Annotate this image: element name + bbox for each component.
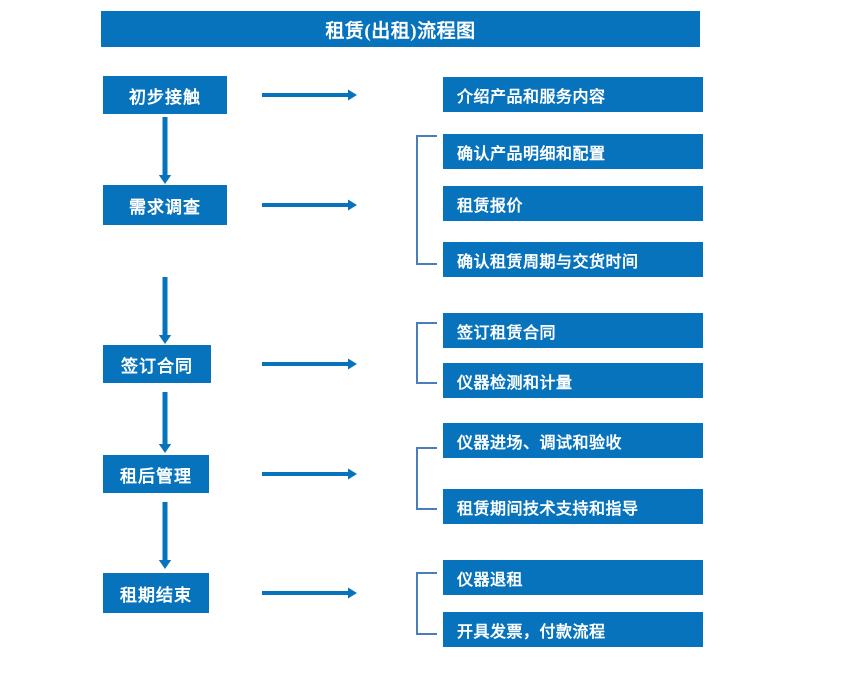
detail-box-4-2[interactable]: 租赁期间技术支持和指导 [443,489,703,524]
arrow-down-3 [158,392,172,453]
group-bracket-2 [416,135,437,265]
detail-box-5-2[interactable]: 开具发票，付款流程 [443,612,703,647]
arrow-right-1 [262,89,357,101]
detail-box-2-3[interactable]: 确认租赁周期与交货时间 [443,242,703,277]
detail-box-3-2[interactable]: 仪器检测和计量 [443,363,703,398]
stage-box-5[interactable]: 租期结束 [103,573,209,613]
detail-box-2-1[interactable]: 确认产品明细和配置 [443,134,703,169]
group-bracket-4 [416,447,437,510]
detail-box-4-1[interactable]: 仪器进场、调试和验收 [443,423,703,458]
arrow-right-4 [262,468,357,480]
arrow-down-2 [158,277,172,344]
detail-box-3-1[interactable]: 签订租赁合同 [443,313,703,348]
page-title: 租赁(出租)流程图 [101,11,700,47]
arrow-right-3 [262,358,357,370]
stage-box-4[interactable]: 租后管理 [103,455,209,493]
arrow-down-4 [158,502,172,569]
arrow-right-5 [262,587,357,599]
detail-box-5-1[interactable]: 仪器退租 [443,560,703,595]
group-bracket-3 [416,322,437,384]
stage-box-2[interactable]: 需求调查 [103,185,227,225]
stage-box-1[interactable]: 初步接触 [103,76,227,114]
detail-box-1-1[interactable]: 介绍产品和服务内容 [443,77,703,112]
arrow-down-1 [158,117,172,184]
arrow-right-2 [262,199,357,211]
detail-box-2-2[interactable]: 租赁报价 [443,186,703,221]
group-bracket-5 [416,572,437,635]
stage-box-3[interactable]: 签订合同 [103,345,211,383]
